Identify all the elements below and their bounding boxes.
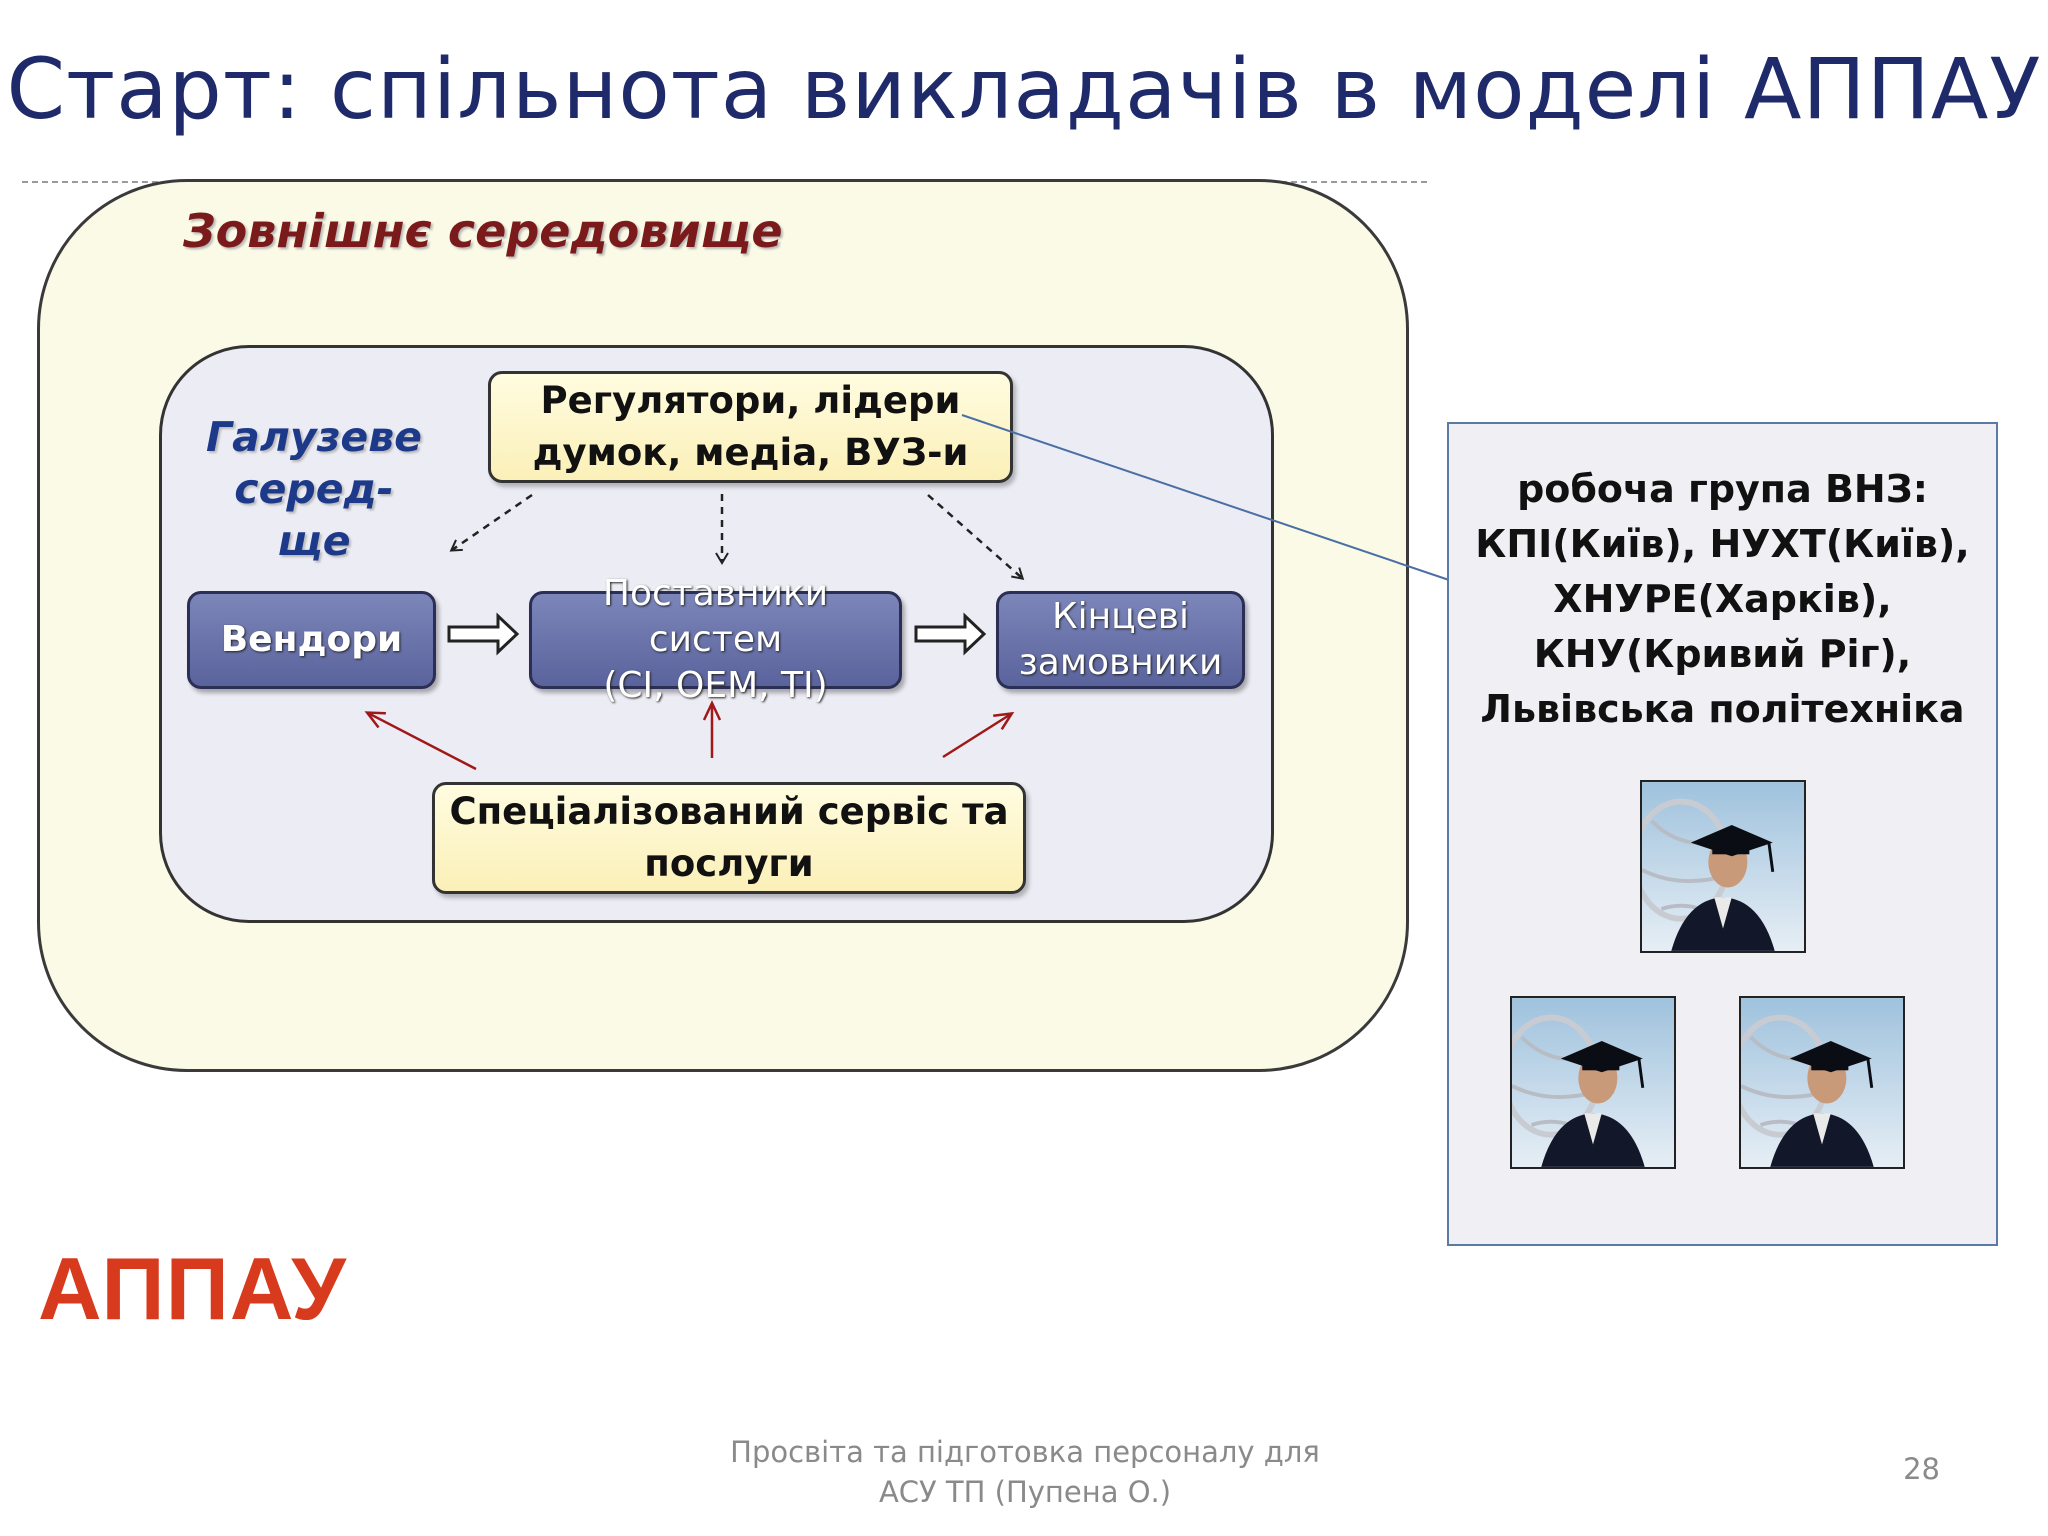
dashed-arrow-to-customers <box>927 494 1025 580</box>
regulators-line1: Регулятори, лідери <box>540 379 961 422</box>
system-suppliers-box: Поставники систем (CI, OEM, TI) <box>529 573 902 706</box>
suppliers-line2: (CI, OEM, TI) <box>603 665 828 706</box>
arrow-suppliers-to-customers <box>914 612 987 656</box>
panel-line3: ХНУРЕ(Харків), <box>1553 577 1892 621</box>
red-arrow-to-customers <box>942 711 1015 759</box>
regulators-box: Регулятори, лідери думок, медіа, ВУЗ-и <box>488 371 1013 483</box>
arrow-vendors-to-suppliers <box>447 612 520 656</box>
service-line1: Спеціалізований сервіс та <box>449 790 1009 833</box>
graduate-photo-icon <box>1739 996 1905 1169</box>
appau-logo: АППАУ <box>38 1239 347 1338</box>
industry-environment-label: Галузеве серед-ще <box>204 411 424 567</box>
customers-line1: Кінцеві <box>1052 596 1189 637</box>
slide-footer: Просвіта та підготовка персоналу для АСУ… <box>680 1432 1370 1512</box>
regulators-line2: думок, медіа, ВУЗ-и <box>532 431 969 474</box>
customers-line2: замовники <box>1018 642 1223 683</box>
outer-environment-label: Зовнішнє середовище <box>183 204 783 258</box>
graduate-photo-icon <box>1510 996 1676 1169</box>
panel-line5: Львівська політехніка <box>1480 687 1965 731</box>
red-arrow-to-vendors <box>364 711 477 771</box>
footer-line2: АСУ ТП (Пупена О.) <box>878 1475 1172 1509</box>
page-number: 28 <box>1903 1452 1940 1486</box>
industry-label-line2: серед-ще <box>234 465 394 565</box>
end-customers-box: Кінцеві замовники <box>996 591 1245 689</box>
specialized-service-box: Спеціалізований сервіс та послуги <box>432 782 1026 894</box>
graduate-photo-icon <box>1640 780 1806 953</box>
slide-title: Старт: спільнота викладачів в моделі АПП… <box>6 40 2042 138</box>
service-line2: послуги <box>644 842 814 885</box>
connector-line-to-panel <box>961 414 1450 581</box>
dashed-arrow-to-vendors <box>449 493 533 552</box>
vendors-box: Вендори <box>187 591 436 689</box>
panel-line1: робоча група ВНЗ: <box>1517 467 1928 511</box>
vendors-label: Вендори <box>220 619 403 660</box>
industry-label-line1: Галузеве <box>206 413 422 461</box>
suppliers-line1: Поставники систем <box>602 573 829 660</box>
panel-line4: КНУ(Кривий Ріг), <box>1533 632 1912 676</box>
working-group-text: робоча група ВНЗ: КПІ(Київ), НУХТ(Київ),… <box>1447 462 1998 737</box>
panel-line2: КПІ(Київ), НУХТ(Київ), <box>1475 522 1970 566</box>
footer-line1: Просвіта та підготовка персоналу для <box>730 1435 1320 1469</box>
